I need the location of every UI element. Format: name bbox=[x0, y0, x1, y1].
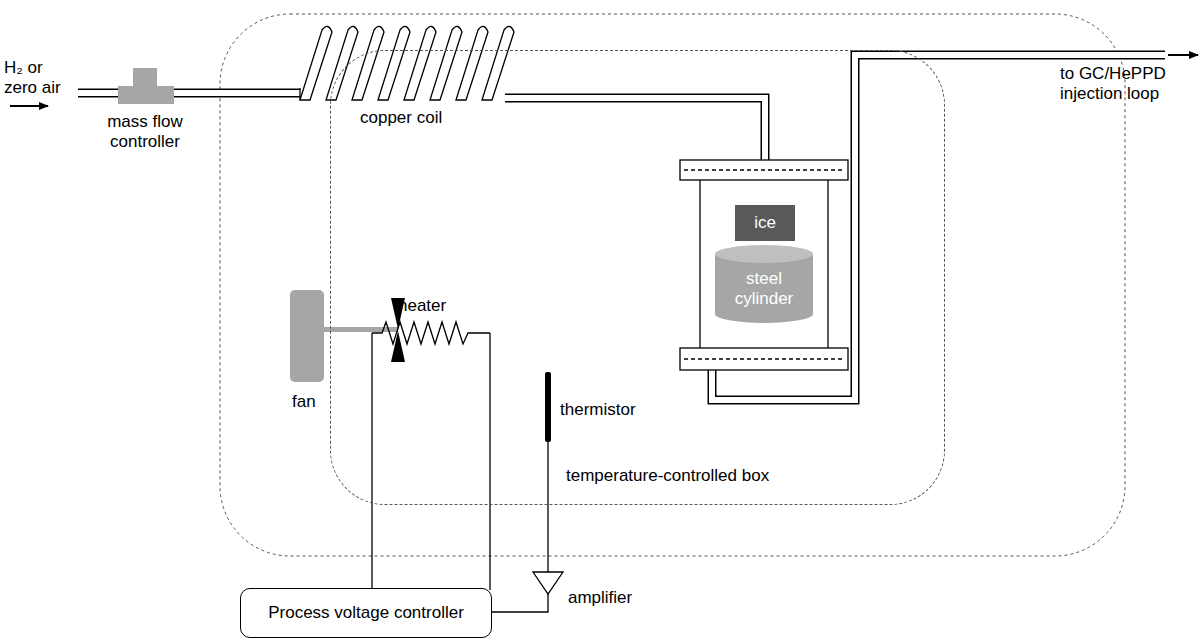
gas-pipe bbox=[78, 55, 1165, 400]
outlet-arrow bbox=[1168, 54, 1198, 56]
ice-block: ice bbox=[735, 205, 795, 241]
steel-cylinder: steel cylinder bbox=[714, 244, 814, 324]
part-label: mass flow controller bbox=[100, 112, 190, 151]
coil-winding bbox=[300, 26, 332, 100]
coil-winding bbox=[378, 26, 410, 100]
coil-winding bbox=[482, 26, 514, 100]
fan-symbol bbox=[290, 290, 405, 382]
inlet-arrow bbox=[10, 105, 48, 107]
node-label: steel cylinder bbox=[729, 269, 799, 308]
vessel-frame bbox=[680, 160, 848, 370]
part-label: amplifier bbox=[568, 588, 668, 608]
node-label: temperature-controlled box bbox=[566, 466, 769, 486]
part-label: copper coil bbox=[360, 108, 490, 128]
copper-coil-symbol bbox=[300, 26, 514, 100]
process-controller-box: Process voltage controller bbox=[240, 588, 492, 638]
heater-resistor-symbol bbox=[372, 322, 490, 590]
thermistor-circuit bbox=[492, 372, 563, 612]
coil-winding bbox=[326, 26, 358, 100]
node-label: Process voltage controller bbox=[268, 603, 464, 623]
outer-enclosure bbox=[220, 14, 1125, 556]
part-label: thermistor bbox=[560, 400, 670, 420]
gas-source-label: H₂ or zero air bbox=[4, 58, 76, 97]
part-label: fan bbox=[292, 392, 352, 412]
coil-winding bbox=[430, 26, 462, 100]
coil-winding bbox=[404, 26, 436, 100]
node-label: ice bbox=[754, 213, 776, 233]
mass-flow-controller-symbol bbox=[118, 68, 174, 104]
outlet-label: to GC/HePPD injection loop bbox=[1060, 64, 1195, 103]
coil-winding bbox=[456, 26, 488, 100]
coil-winding bbox=[352, 26, 384, 100]
coil-winding bbox=[299, 88, 300, 100]
part-label: heater bbox=[398, 296, 478, 316]
